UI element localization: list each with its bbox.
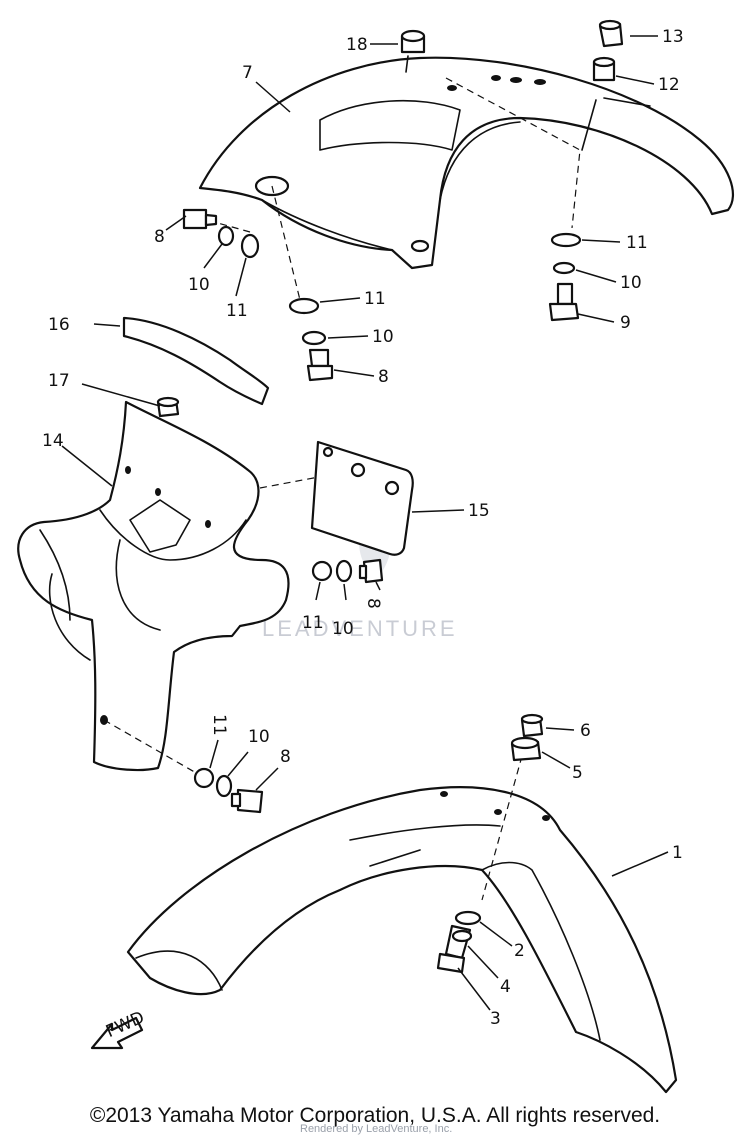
- rear-fender[interactable]: [198, 56, 735, 270]
- callout-17: 17: [48, 371, 70, 391]
- lock-washer-10-top[interactable]: [217, 225, 235, 247]
- strap-16[interactable]: [122, 316, 270, 406]
- number-plate-14[interactable]: [17, 400, 290, 772]
- callout-2: 2: [514, 941, 525, 961]
- watermark-text: LEADVENTURE: [262, 616, 458, 641]
- bolt-8-top[interactable]: [182, 208, 218, 230]
- callout-7: 7: [242, 63, 253, 83]
- callout-10-plate: 10: [332, 619, 354, 639]
- callout-5: 5: [572, 763, 583, 783]
- bolt-17[interactable]: [156, 396, 180, 418]
- forward-arrow-icon: FWD: [90, 1008, 147, 1050]
- callout-10-top: 10: [188, 275, 210, 295]
- washer-11-right[interactable]: [550, 232, 582, 248]
- lock-washer-4[interactable]: [451, 929, 473, 943]
- callout-8-center: 8: [378, 367, 389, 387]
- bolt-9[interactable]: [548, 282, 580, 322]
- callout-8-top: 8: [154, 227, 165, 247]
- callout-11-lower: 11: [209, 714, 229, 736]
- callout-11-plate: 11: [302, 613, 324, 633]
- lock-washer-10-plate[interactable]: [335, 559, 353, 583]
- bolt-8-center[interactable]: [306, 348, 334, 382]
- callout-14: 14: [42, 431, 64, 451]
- callout-8-plate: 8: [363, 598, 383, 609]
- callout-10-right: 10: [620, 273, 642, 293]
- front-fender[interactable]: [126, 786, 678, 1094]
- callout-4: 4: [500, 977, 511, 997]
- collar-13[interactable]: [598, 19, 624, 48]
- callout-8-lower: 8: [280, 747, 291, 767]
- damper-5[interactable]: [510, 736, 542, 762]
- plate-15[interactable]: [310, 440, 414, 556]
- grommet-18[interactable]: [400, 29, 426, 73]
- collar-6[interactable]: [520, 713, 544, 738]
- damper-12[interactable]: [581, 56, 616, 151]
- callout-15: 15: [468, 501, 490, 521]
- callout-18: 18: [346, 35, 368, 55]
- washer-11-plate[interactable]: [311, 560, 333, 582]
- callout-6: 6: [580, 721, 591, 741]
- washer-2[interactable]: [454, 910, 482, 926]
- callout-1: 1: [672, 843, 683, 863]
- copyright-notice: ©2013 Yamaha Motor Corporation, U.S.A. A…: [89, 1104, 661, 1127]
- bolt-8-lower[interactable]: [230, 788, 264, 814]
- bolt-8-plate[interactable]: [358, 558, 384, 584]
- callout-16: 16: [48, 315, 70, 335]
- callout-12: 12: [658, 75, 680, 95]
- washer-11-top[interactable]: [240, 233, 260, 259]
- lock-washer-10-right[interactable]: [552, 261, 576, 275]
- callout-10-lower: 10: [248, 727, 270, 747]
- callout-9: 9: [620, 313, 631, 333]
- leader-lines: [61, 35, 669, 1011]
- washer-11-lower[interactable]: [193, 767, 215, 789]
- watermark-small: Rendered by LeadVenture, Inc.: [300, 1123, 452, 1135]
- lock-washer-10-lower[interactable]: [215, 774, 233, 798]
- callout-11-top: 11: [226, 301, 248, 321]
- callout-13: 13: [662, 27, 684, 47]
- callout-3: 3: [490, 1009, 501, 1029]
- callout-11-center: 11: [364, 289, 386, 309]
- callout-10-center: 10: [372, 327, 394, 347]
- callout-11-right: 11: [626, 233, 648, 253]
- washer-11-center[interactable]: [288, 297, 320, 315]
- lock-washer-10-center[interactable]: [301, 330, 327, 346]
- callout-labels: 18 13 12 7 8 10 11 11 10 8 11 10 9 16 17…: [42, 27, 684, 1029]
